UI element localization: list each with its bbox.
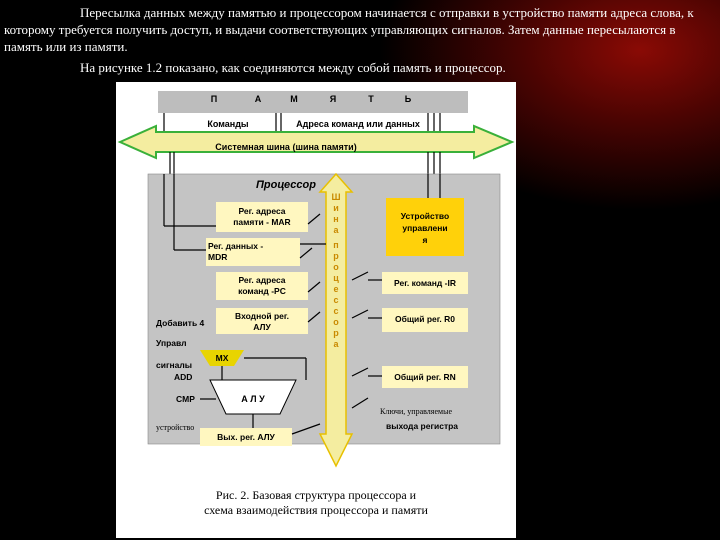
control-label: Управл (156, 338, 187, 348)
multiplexer (200, 350, 244, 366)
system-bus-arrow (117, 124, 515, 160)
bus-letter: о (333, 317, 339, 327)
mar-switch (307, 213, 321, 225)
bus-letter: р (333, 328, 339, 338)
pc-label-line1: Рег. адреса (238, 275, 285, 285)
r0-label: Общий рег. R0 (395, 314, 455, 324)
ir-switch (351, 271, 369, 281)
bus-letter: ц (333, 273, 339, 283)
mdr-label-line1: Рег. данных - (208, 241, 263, 251)
architecture-diagram: .lbl { font-family:"Liberation Sans", sa… (117, 91, 515, 468)
reg-output-label: выхода регистра (386, 421, 458, 431)
alu-label: А Л У (241, 394, 265, 404)
memory-letter: М (290, 94, 298, 104)
r0-register (382, 308, 468, 332)
figure-panel: .lbl { font-family:"Liberation Sans", sa… (116, 82, 516, 538)
bus-letter: е (333, 284, 338, 294)
memory-letters: П А М Я Т Ь (211, 94, 412, 104)
cmp-label: CMP (176, 394, 195, 404)
pc-label-line2: команд -PC (238, 286, 286, 296)
bus-letter: а (333, 339, 339, 349)
bus-letter: с (333, 295, 338, 305)
alu-output-label: Вых. рег. АЛУ (217, 432, 275, 442)
processor-label: Процессор (256, 179, 316, 191)
alu-input-switch (307, 311, 321, 323)
alu-block (209, 379, 297, 415)
figure-caption-line2: схема взаимодействия процессора и памяти (204, 503, 428, 517)
bus-letter: н (333, 214, 338, 224)
bus-letter: р (333, 251, 339, 261)
rn-register (382, 366, 468, 388)
control-unit-label-line2: управлени (402, 223, 447, 233)
mar-label-line2: памяти - MAR (233, 217, 290, 227)
mdr-register (206, 238, 300, 266)
mdr-switch (299, 247, 313, 259)
keys-label: Ключи, управляемые (380, 407, 452, 416)
bus-letter: п (333, 240, 338, 250)
commands-label: Команды (207, 119, 249, 129)
rn-label: Общий рег. RN (394, 372, 455, 382)
add-label: ADD (174, 372, 192, 382)
memory-letter: Т (368, 94, 374, 104)
bus-letter: с (333, 306, 338, 316)
bus-letter: Ш (331, 192, 340, 202)
alu-output-register (200, 428, 292, 446)
alu-input-label-line1: Входной рег. (235, 311, 289, 321)
memory-block (158, 91, 468, 113)
alu-input-register (216, 308, 308, 334)
bus-letter: а (333, 225, 339, 235)
memory-letter: Я (330, 94, 336, 104)
rn-switch (351, 367, 369, 377)
figure-caption-line1: Рис. 2. Базовая структура процессора и (215, 488, 417, 502)
memory-letter: Ь (405, 94, 412, 104)
memory-letter: П (211, 94, 217, 104)
alu-input-label-line2: АЛУ (253, 322, 271, 332)
ir-label: Рег. команд -IR (394, 278, 456, 288)
mar-register (216, 202, 308, 232)
pc-register (216, 272, 308, 300)
bus-letter: о (333, 262, 339, 272)
internal-bus-letters: Ш и н а п р о ц е с с о р а (331, 192, 340, 349)
mux-label: MX (216, 353, 229, 363)
addresses-label: Адреса команд или данных (296, 119, 420, 129)
key-switch (351, 397, 369, 409)
figure-reference-paragraph: На рисунке 1.2 показано, как соединяются… (80, 60, 506, 75)
control-unit (386, 198, 464, 256)
ir-register (382, 272, 468, 294)
intro-paragraph: Пересылка данных между памятью и процесс… (4, 5, 694, 54)
memory-letter: А (255, 94, 262, 104)
system-bus-label: Системная шина (шина памяти) (215, 142, 356, 152)
control-unit-label-line3: я (423, 235, 428, 245)
r0-switch (351, 309, 369, 319)
control-unit-label-line1: Устройство (401, 211, 449, 221)
internal-bus-arrow (318, 172, 354, 468)
mar-label-line1: Рег. адреса (238, 206, 285, 216)
alu-output-switch (291, 423, 321, 435)
mdr-label-line2: MDR (208, 252, 227, 262)
pc-switch (307, 281, 321, 293)
signals-label: сигналы (156, 360, 192, 370)
bus-letter: и (333, 203, 339, 213)
device-label: устройство (156, 423, 194, 432)
add4-label: Добавить 4 (156, 318, 205, 328)
